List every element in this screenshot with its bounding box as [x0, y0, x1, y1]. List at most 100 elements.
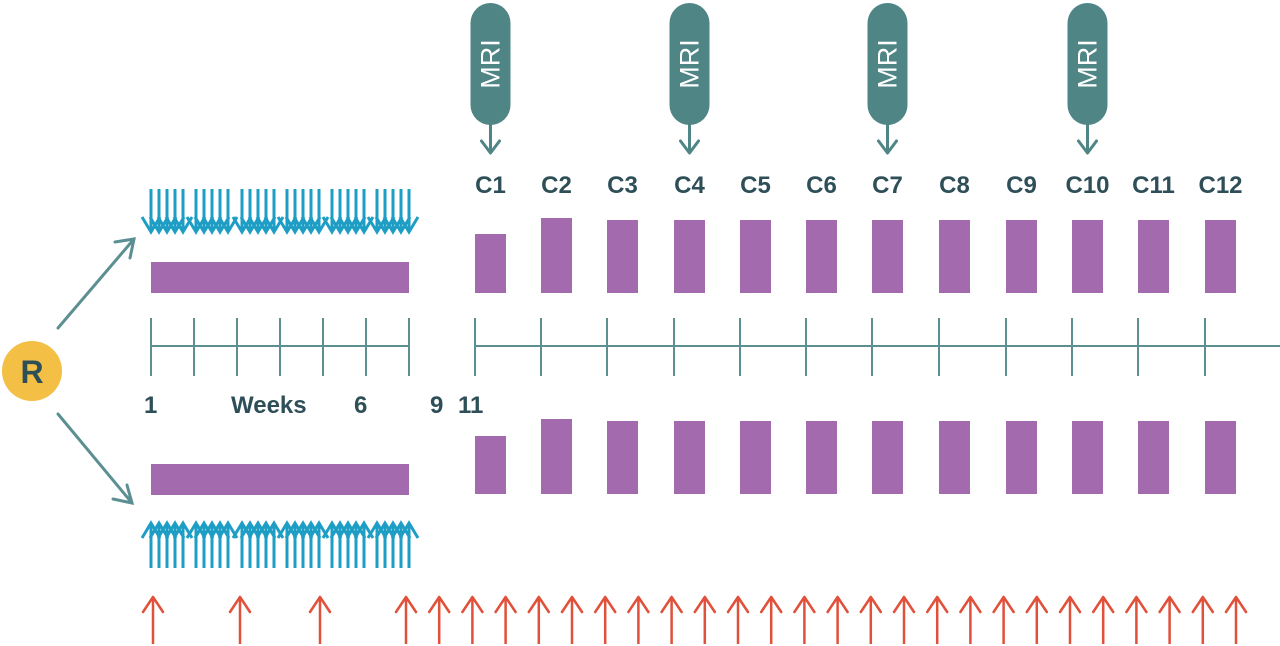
cycle-bar-c8 — [939, 421, 970, 494]
assessment-arrowhead — [693, 595, 717, 614]
radiation-chevron — [247, 520, 269, 539]
radiation-week-6-icon — [366, 520, 420, 568]
mri-label: MRI — [1073, 39, 1103, 89]
branch-arrowhead-lower — [111, 483, 135, 505]
mri-label: MRI — [675, 39, 705, 89]
mri-marker-c10: MRI — [1067, 3, 1108, 155]
cycle-bar-c2 — [541, 419, 572, 494]
assessment-arrowhead — [627, 595, 650, 614]
radiation-week-4-icon — [276, 189, 330, 235]
cycle-bar-c10 — [1072, 220, 1103, 293]
radiation-week-4-icon — [276, 520, 330, 568]
assessment-arrow-icon — [461, 595, 484, 644]
assessment-arrow-icon — [1224, 595, 1248, 644]
mri-arrowhead-icon — [877, 139, 898, 155]
cycle-label-c6: C6 — [806, 172, 837, 199]
week-label-axis: Weeks — [231, 392, 307, 419]
radiation-lower — [140, 520, 420, 568]
radiation-week-1-icon — [140, 520, 194, 568]
radiation-week-3-icon — [231, 520, 285, 568]
cycle-bar-c10 — [1072, 421, 1103, 494]
assessment-arrow-icon — [1091, 595, 1115, 644]
assessment-arrowhead — [560, 595, 584, 614]
cycle-bar-c12 — [1205, 421, 1236, 494]
radiation-chevron — [276, 520, 298, 539]
radiation-chevron — [374, 216, 396, 235]
assessment-arrow-icon — [1191, 595, 1215, 644]
radiation-chevron — [164, 520, 186, 539]
cycle-bar-c2 — [541, 218, 572, 293]
radiation-chevron — [201, 520, 223, 539]
assessment-arrow-icon — [992, 595, 1015, 644]
cycle-bar-c11 — [1138, 421, 1169, 494]
radiation-chevron — [284, 520, 306, 539]
radiation-chevron — [321, 216, 343, 235]
radiation-chevron — [247, 216, 269, 235]
week-label-1: 1 — [144, 392, 157, 419]
week-label-9: 9 — [430, 392, 443, 419]
assessment-arrowhead — [461, 595, 484, 614]
radiation-chevron — [390, 520, 412, 539]
assessment-arrow-icon — [527, 595, 551, 644]
radiation-chevron — [366, 216, 388, 235]
radiation-chevron — [300, 216, 322, 235]
assessment-arrowhead — [1158, 595, 1181, 614]
assessment-arrowhead — [992, 595, 1015, 614]
assessment-arrowhead — [892, 595, 916, 614]
radiation-chevron — [366, 520, 388, 539]
cycle-bar-c3 — [607, 421, 638, 494]
cycle-label-c4: C4 — [674, 172, 705, 199]
week-labels: 1 Weeks 6 9 11 — [144, 392, 483, 419]
assessment-arrowhead — [660, 595, 683, 614]
radiation-chevron — [209, 216, 231, 235]
assessment-arrow-icon — [141, 595, 165, 644]
cycle-bar-c7 — [872, 220, 903, 293]
assessment-arrowhead — [1224, 595, 1248, 614]
assessment-arrow-icon — [593, 595, 617, 644]
radiation-chevron — [292, 216, 314, 235]
radiation-chevron — [231, 216, 253, 235]
assessment-arrow-icon — [308, 595, 332, 644]
radiation-chevron — [209, 520, 231, 539]
assessment-arrow-icon — [759, 595, 783, 644]
radiation-chevron — [156, 520, 178, 539]
week-label-11: 11 — [458, 392, 483, 419]
randomization-circle — [2, 341, 62, 401]
radiation-chevron — [374, 520, 396, 539]
radiation-chevron — [382, 520, 404, 539]
radiation-chevron — [193, 216, 215, 235]
assessment-arrow-icon — [427, 595, 451, 644]
cycle-bar-c3 — [607, 220, 638, 293]
radiation-upper — [140, 189, 420, 235]
cycle-label-c8: C8 — [939, 172, 970, 199]
radiation-week-6-icon — [366, 189, 420, 235]
radiation-week-2-icon — [185, 520, 239, 568]
timeline — [150, 318, 1280, 376]
radiation-chevron — [337, 520, 359, 539]
cycle-bar-c4 — [674, 421, 705, 494]
assessment-arrow-icon — [1125, 595, 1148, 644]
assessment-arrow-icon — [959, 595, 982, 644]
radiation-chevron — [217, 520, 239, 539]
radiation-chevron — [217, 216, 239, 235]
cycle-bar-c7 — [872, 421, 903, 494]
radiation-chevron — [140, 520, 162, 539]
assessment-arrowhead — [394, 595, 418, 614]
assessment-arrows — [141, 595, 1248, 644]
cycle-bar-c11 — [1138, 220, 1169, 293]
mri-capsule — [669, 3, 710, 125]
assessment-arrow-icon — [394, 595, 418, 644]
radiation-week-1-icon — [140, 189, 194, 235]
branch-arrow-upper — [56, 237, 136, 330]
radiation-chevron — [193, 520, 215, 539]
radiation-chevron — [284, 216, 306, 235]
upper-arm-phase1-bar — [151, 262, 409, 293]
radiation-chevron — [292, 520, 314, 539]
assessment-arrow-icon — [494, 595, 517, 644]
mri-arrowhead-icon — [1077, 139, 1098, 155]
radiation-chevron — [255, 520, 277, 539]
assessment-arrow-icon — [560, 595, 584, 644]
mri-marker-c7: MRI — [867, 3, 908, 155]
assessment-arrowhead — [1058, 595, 1082, 614]
